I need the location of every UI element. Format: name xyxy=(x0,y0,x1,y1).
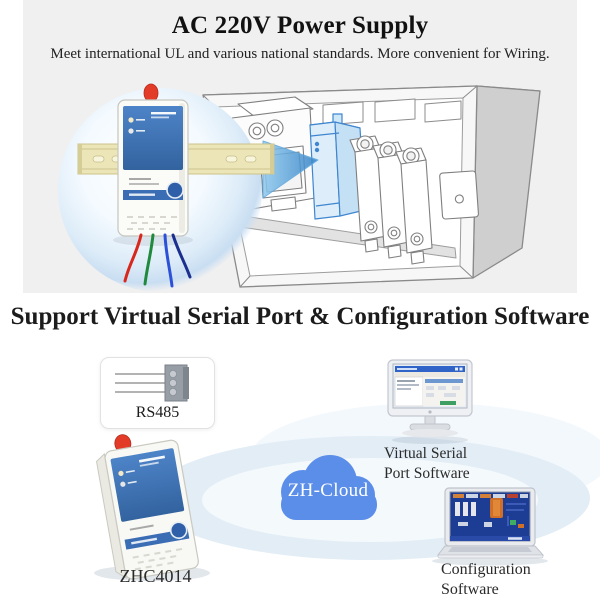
configuration-software-label: Configuration Software xyxy=(441,561,531,598)
power-supply-section: AC 220V Power Supply Meet international … xyxy=(23,0,577,293)
page-subtitle: Meet international UL and various nation… xyxy=(50,46,550,62)
din-rail-modem-icon xyxy=(113,83,193,288)
cloud-label: ZH-Cloud xyxy=(287,480,369,501)
antenna-cap xyxy=(143,83,159,103)
virtual-serial-port-software-label: Virtual Serial Port Software xyxy=(384,445,470,482)
rs485-label: RS485 xyxy=(135,404,180,421)
cloud-diagram xyxy=(94,359,600,581)
page-title: AC 220V Power Supply xyxy=(171,12,429,39)
rs485-card: RS485 xyxy=(100,357,215,429)
wires xyxy=(123,233,192,288)
section-title: Support Virtual Serial Port & Configurat… xyxy=(10,303,590,330)
cloud-icon xyxy=(281,455,377,520)
laptop-icon xyxy=(432,487,548,566)
installation-illustration xyxy=(58,83,541,292)
zhc4014-device-icon xyxy=(94,434,210,581)
desktop-monitor-icon xyxy=(387,359,473,444)
rs485-connector-icon xyxy=(115,364,189,402)
electrical-cabinet-illustration xyxy=(202,85,541,288)
device-model-label: ZHC4014 xyxy=(119,566,192,586)
